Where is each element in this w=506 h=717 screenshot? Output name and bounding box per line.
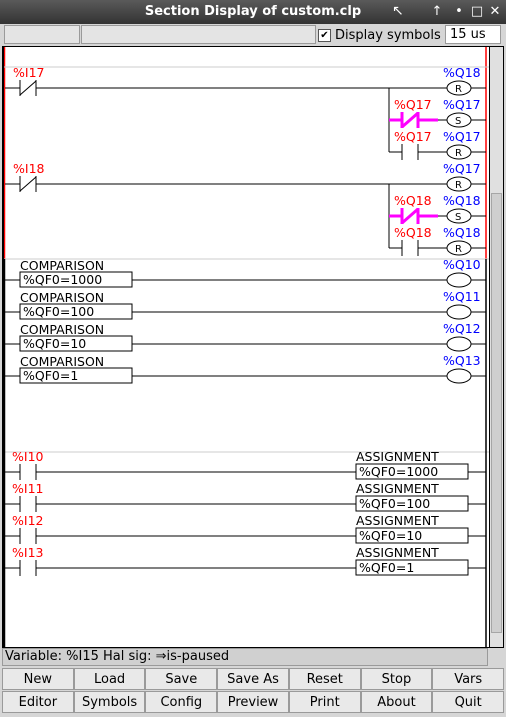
quit-button[interactable]: Quit [432, 691, 505, 713]
button-row-2: Editor Symbols Config Preview Print Abou… [2, 691, 505, 715]
symbols-button[interactable]: Symbols [73, 691, 146, 713]
keep-above-icon[interactable]: ↑ [431, 4, 443, 19]
contact-label: %I11 [12, 481, 43, 496]
minimize-icon[interactable]: • [455, 4, 463, 19]
coil-label: %Q17 [443, 129, 481, 144]
toolbar: ✔ Display symbols 15 us [0, 24, 506, 46]
assignment-rung[interactable]: %I13 ASSIGNMENT %QF0=1 [5, 545, 486, 576]
comparison-expr: %QF0=1000 [23, 272, 102, 287]
coil-label: %Q18 [443, 193, 481, 208]
assignment-expr: %QF0=1000 [359, 464, 438, 479]
comparison-label: COMPARISON [20, 258, 104, 273]
assignment-rung[interactable]: %I11 ASSIGNMENT %QF0=100 [5, 481, 486, 512]
contact-label: %I18 [13, 161, 45, 176]
comparison-label: COMPARISON [20, 354, 104, 369]
comparison-rung[interactable]: COMPARISON %QF0=1000 %Q10 [5, 257, 486, 288]
comparison-expr: %QF0=100 [23, 304, 94, 319]
rung-1[interactable]: %I17 %Q18 R %Q17 %Q17 S %Q17 %Q17 R [5, 65, 486, 160]
assignment-rung[interactable]: %I12 ASSIGNMENT %QF0=10 [5, 513, 486, 544]
assignment-label: ASSIGNMENT [356, 481, 439, 496]
coil-type: R [455, 180, 462, 191]
scrollbar-thumb[interactable] [491, 193, 502, 633]
coil-type: R [455, 84, 462, 95]
rung-2[interactable]: %I18 %Q17 R %Q18 %Q18 S %Q18 %Q18 R [5, 161, 486, 256]
vars-button[interactable]: Vars [432, 668, 505, 690]
comparison-rungs[interactable]: COMPARISON %QF0=1000 %Q10 COMPARISON %QF… [5, 257, 486, 384]
window-title: Section Display of custom.clp [144, 4, 362, 19]
assignment-label: ASSIGNMENT [356, 545, 439, 560]
section-field[interactable] [4, 25, 80, 44]
coil-type: R [455, 244, 462, 255]
preview-button[interactable]: Preview [217, 691, 289, 713]
contact-label: %Q17 [394, 129, 432, 144]
close-icon[interactable]: ✕ [489, 4, 501, 19]
coil-label: %Q11 [443, 289, 481, 304]
contact-label: %I12 [12, 513, 43, 528]
contact-label: %I17 [13, 65, 44, 80]
comparison-rung[interactable]: COMPARISON %QF0=10 %Q12 [5, 321, 486, 352]
mouse-cursor-icon: ↖ [392, 3, 404, 19]
ladder-canvas[interactable]: %I17 %Q18 R %Q17 %Q17 S %Q17 %Q17 R %I1 [4, 47, 489, 647]
comparison-rung[interactable]: COMPARISON %QF0=1 %Q13 [5, 353, 486, 384]
coil-label: %Q12 [443, 321, 481, 336]
load-button[interactable]: Load [73, 668, 146, 690]
coil-label: %Q10 [443, 257, 481, 272]
vertical-scrollbar[interactable] [490, 47, 503, 647]
coil-type: R [455, 148, 462, 159]
maximize-icon[interactable]: □ [470, 4, 484, 19]
coil-type: S [455, 212, 461, 223]
new-button[interactable]: New [2, 668, 74, 690]
coil-label: %Q18 [443, 225, 481, 240]
coil-label: %Q17 [443, 161, 481, 176]
scan-time-display: 15 us [445, 25, 501, 44]
assignment-label: ASSIGNMENT [356, 513, 439, 528]
print-button[interactable]: Print [288, 691, 361, 713]
assignment-expr: %QF0=100 [359, 496, 430, 511]
coil-label: %Q17 [443, 97, 481, 112]
button-row-1: New Load Save Save As Reset Stop Vars [2, 668, 505, 692]
assignment-expr: %QF0=1 [359, 560, 414, 575]
reset-button[interactable]: Reset [288, 668, 361, 690]
ladder-diagram: %I17 %Q18 R %Q17 %Q17 S %Q17 %Q17 R %I1 [4, 47, 489, 647]
assignment-expr: %QF0=10 [359, 528, 422, 543]
contact-label: %Q17 [394, 97, 432, 112]
coil-label: %Q13 [443, 353, 481, 368]
rung-field[interactable] [81, 25, 316, 44]
title-bar: Section Display of custom.clp ↑ • □ ✕ [0, 0, 506, 24]
coil-label: %Q18 [443, 65, 481, 80]
coil-type: S [455, 116, 461, 127]
comparison-expr: %QF0=10 [23, 336, 86, 351]
assignment-label: ASSIGNMENT [356, 449, 439, 464]
comparison-expr: %QF0=1 [23, 368, 78, 383]
status-bar: Variable: %I15 Hal sig: ⇒is-paused [2, 648, 488, 666]
stop-button[interactable]: Stop [360, 668, 433, 690]
comparison-label: COMPARISON [20, 322, 104, 337]
contact-label: %Q18 [394, 225, 432, 240]
display-symbols-label: Display symbols [335, 27, 441, 43]
contact-label: %I13 [12, 545, 43, 560]
save-button[interactable]: Save [145, 668, 218, 690]
contact-label: %Q18 [394, 193, 432, 208]
editor-button[interactable]: Editor [2, 691, 74, 713]
checkbox-check-icon: ✔ [318, 28, 331, 42]
about-button[interactable]: About [360, 691, 433, 713]
display-symbols-checkbox[interactable]: ✔ Display symbols [318, 26, 441, 44]
assignment-rung[interactable]: %I10 ASSIGNMENT %QF0=1000 [5, 449, 486, 480]
comparison-rung[interactable]: COMPARISON %QF0=100 %Q11 [5, 289, 486, 320]
comparison-label: COMPARISON [20, 290, 104, 305]
contact-label: %I10 [12, 449, 44, 464]
assignment-rungs[interactable]: %I10 ASSIGNMENT %QF0=1000 %I11 ASSIGNMEN… [5, 449, 486, 576]
config-button[interactable]: Config [145, 691, 218, 713]
save-as-button[interactable]: Save As [217, 668, 289, 690]
